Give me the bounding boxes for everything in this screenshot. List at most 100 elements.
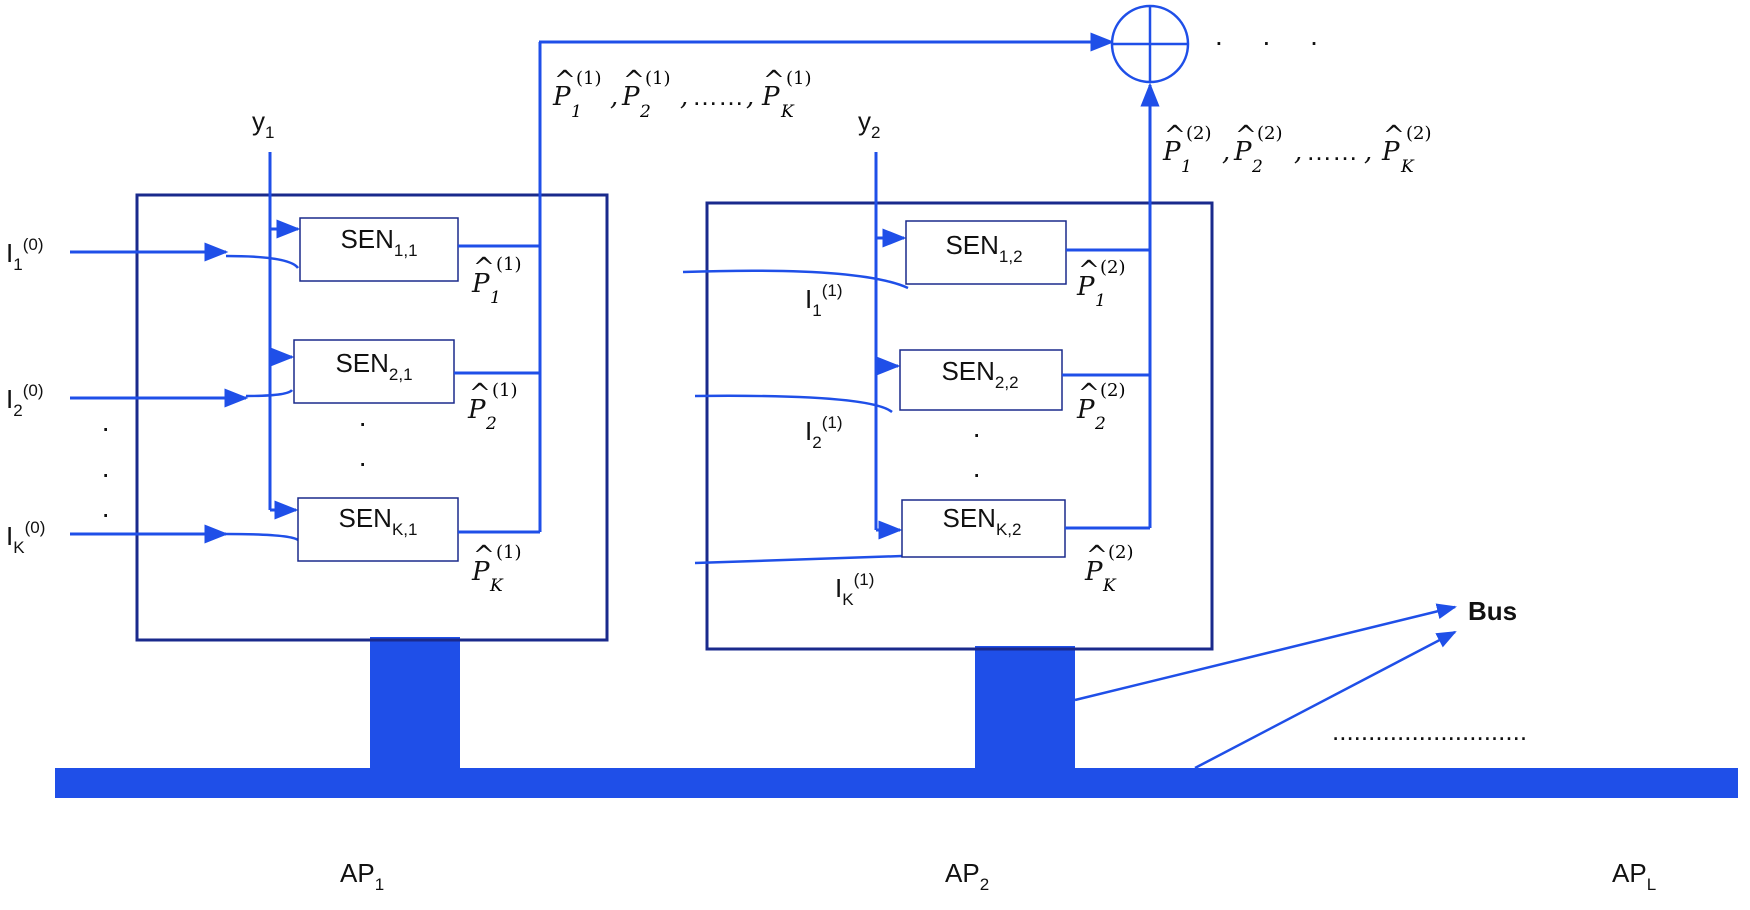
- svg-text:(2): (2): [1100, 380, 1126, 401]
- svg-text:2: 2: [1251, 157, 1263, 177]
- ap1-sen-dot-2: ·: [358, 447, 367, 478]
- ap2-sen-dot-1: ·: [972, 418, 981, 449]
- svg-text:P: P: [467, 395, 486, 425]
- bus-arrow-from-bus: [1194, 630, 1457, 770]
- ap1-label: AP1: [340, 858, 384, 894]
- bus-continuation-dots: ...........................: [1332, 716, 1527, 746]
- svg-text:P: P: [621, 82, 640, 112]
- svg-text:P: P: [552, 82, 571, 112]
- ap2-input-curve-1: [682, 269, 909, 290]
- svg-text:K: K: [1102, 576, 1117, 596]
- ap2-sen-box-2: [899, 349, 1063, 411]
- ap1-p-hat-2: P ^ 2 (1): [467, 379, 518, 434]
- svg-text:,: ,: [1364, 137, 1372, 167]
- ap1-sen-label-k: SENK,1: [339, 503, 418, 539]
- svg-text:,: ,: [746, 82, 754, 112]
- ap2-sen-label-k: SENK,2: [943, 503, 1022, 539]
- ap1-output-list: P ^ 1 (1) , P ^ 2 (1) , …… , P ^ K (1): [552, 66, 812, 122]
- ap1-input-label-1: I1(0): [6, 235, 43, 274]
- ap1-y-label: y1: [252, 106, 274, 142]
- ap2-box: [705, 201, 1214, 651]
- svg-text:^: ^: [469, 379, 491, 409]
- ap2-input-label-k: IK(1): [835, 570, 874, 609]
- svg-text:^: ^: [1078, 379, 1100, 409]
- ap1-input-label-2: I2(0): [6, 381, 43, 420]
- ap2-p-hat-2: P ^ 2 (2): [1076, 379, 1126, 434]
- ap2-label: AP2: [945, 858, 989, 894]
- ap1-sen-box-k: [297, 497, 459, 562]
- svg-text:^: ^: [1164, 121, 1186, 151]
- bus-bar: [55, 768, 1738, 798]
- ap1-sen-box-1: [299, 217, 459, 282]
- svg-text:1: 1: [490, 288, 501, 308]
- svg-text:(1): (1): [492, 380, 518, 401]
- ap2-p-hat-1: P ^ 1 (2): [1076, 256, 1126, 311]
- ap2-sen-box-1: [905, 220, 1067, 285]
- ap1-box: [135, 193, 609, 642]
- svg-text:^: ^: [1086, 541, 1108, 571]
- svg-text:1: 1: [1181, 157, 1192, 177]
- svg-text:P: P: [1076, 272, 1095, 302]
- svg-text:,: ,: [610, 82, 618, 112]
- ap1-sen-label-2: SEN2,1: [335, 348, 412, 384]
- svg-text:(2): (2): [1406, 123, 1432, 144]
- svg-text:P: P: [471, 557, 490, 587]
- svg-text:P: P: [1162, 137, 1181, 167]
- svg-text:(2): (2): [1108, 542, 1134, 563]
- svg-text:^: ^: [1078, 256, 1100, 286]
- ap2-input-curve-2: [694, 394, 893, 414]
- bus-arrow-from-ap2: [1074, 603, 1457, 702]
- svg-text:,: ,: [1222, 137, 1230, 167]
- svg-text:K: K: [780, 102, 795, 122]
- ap2-sen-label-1: SEN1,2: [945, 230, 1022, 266]
- svg-text:(1): (1): [576, 68, 602, 89]
- svg-text:K: K: [489, 576, 504, 596]
- svg-text:^: ^: [763, 66, 785, 96]
- ap1-input-curve-1: [225, 254, 300, 269]
- bus-label: Bus: [1468, 596, 1517, 626]
- svg-text:P: P: [1076, 395, 1095, 425]
- ap2-sen-dot-2: ·: [972, 458, 981, 489]
- svg-text:^: ^: [1235, 121, 1257, 151]
- ap1-input-label-k: IK(0): [6, 518, 45, 557]
- svg-text:^: ^: [554, 66, 576, 96]
- svg-text:P: P: [1084, 557, 1103, 587]
- svg-text:(1): (1): [496, 254, 522, 275]
- adder-symbol: [1110, 4, 1190, 84]
- ap1-sen-label-1: SEN1,1: [340, 224, 417, 260]
- ap2-y-label: y2: [858, 106, 880, 142]
- svg-text:^: ^: [473, 541, 495, 571]
- ap1-p-hat-k: P ^ K (1): [471, 541, 522, 596]
- svg-text:1: 1: [571, 102, 582, 122]
- svg-text:P: P: [1233, 137, 1252, 167]
- svg-text:(1): (1): [645, 68, 671, 89]
- svg-text:(2): (2): [1257, 123, 1283, 144]
- svg-text:^: ^: [623, 66, 645, 96]
- svg-text:(1): (1): [786, 68, 812, 89]
- ap2-input-label-2: I2(1): [805, 413, 842, 452]
- ap1-sen-box-2: [293, 339, 455, 404]
- ap2-input-label-1: I1(1): [805, 281, 842, 320]
- svg-text:……: ……: [1306, 136, 1358, 166]
- ap1-input-dot-1: ·: [101, 412, 110, 443]
- ap1-connector: [370, 637, 460, 770]
- svg-text:(1): (1): [496, 542, 522, 563]
- svg-text:(2): (2): [1100, 257, 1126, 278]
- svg-text:P: P: [761, 82, 780, 112]
- svg-text:(2): (2): [1186, 123, 1212, 144]
- adder-continuation-dots: . . .: [1215, 20, 1334, 51]
- ap1-p-hat-1: P ^ 1 (1): [471, 253, 522, 308]
- ap2-connector: [975, 646, 1075, 770]
- svg-text:,: ,: [680, 82, 688, 112]
- ap2-sen-label-2: SEN2,2: [941, 356, 1018, 392]
- ap1-input-curve-k: [225, 532, 299, 542]
- svg-text:……: ……: [692, 81, 744, 111]
- svg-text:^: ^: [1383, 121, 1405, 151]
- ap1-input-dot-2: ·: [101, 458, 110, 489]
- svg-text:1: 1: [1095, 291, 1106, 311]
- svg-text:2: 2: [639, 102, 651, 122]
- ap2-output-list: P ^ 1 (2) , P ^ 2 (2) , …… , P ^ K (2): [1162, 121, 1432, 177]
- ap2-p-hat-k: P ^ K (2): [1084, 541, 1134, 596]
- ap2-input-curve-k: [694, 554, 903, 565]
